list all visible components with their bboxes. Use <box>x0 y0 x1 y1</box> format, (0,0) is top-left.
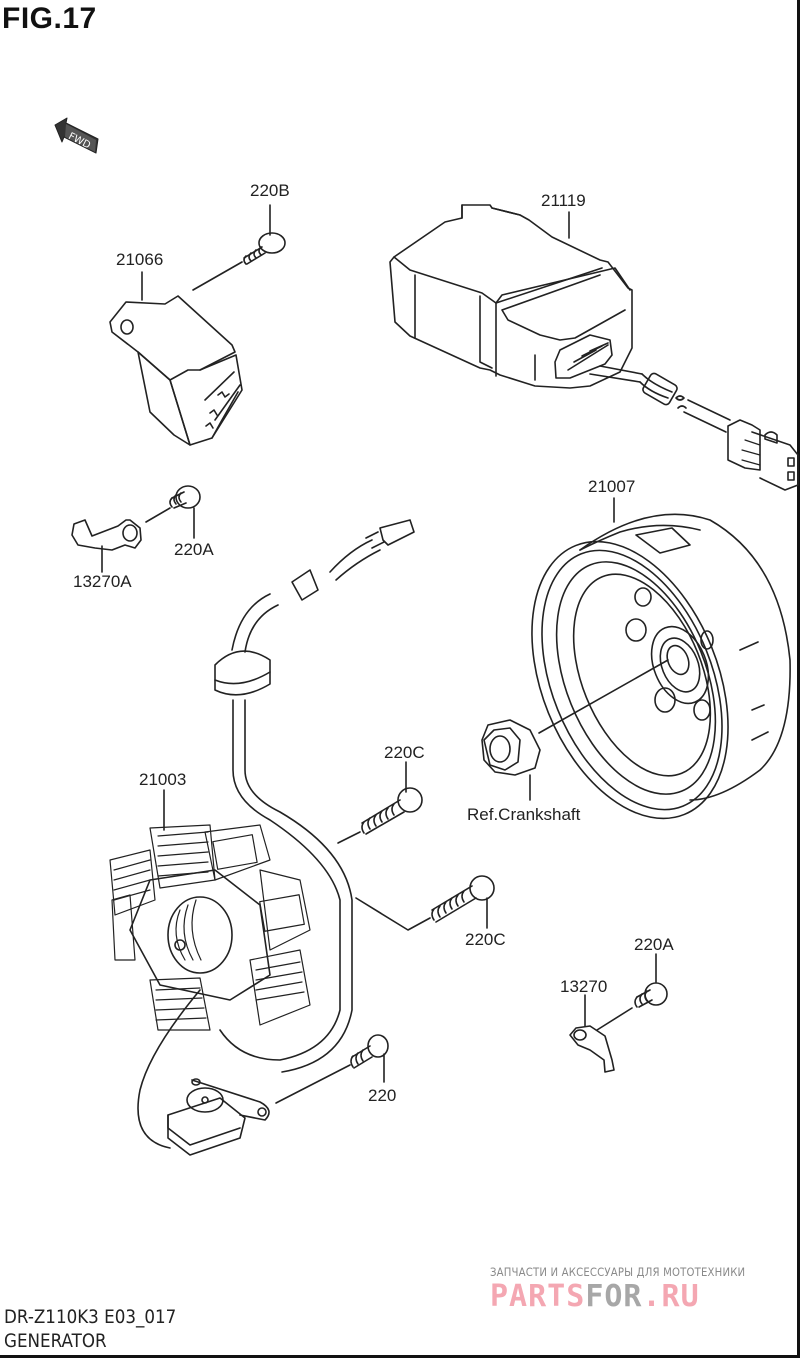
part-label-21003: 21003 <box>139 770 187 789</box>
watermark-logo-for: FOR <box>585 1279 643 1314</box>
part-label-220: 220 <box>368 1086 397 1105</box>
screw-220 <box>350 1034 389 1083</box>
cdi-unit-21119 <box>389 204 799 491</box>
stator-21003 <box>109 789 311 1031</box>
model-code: DR-Z110K3 E03_017 <box>4 1306 177 1328</box>
part-label-220a-top: 220A <box>174 540 214 559</box>
watermark-logo-ru: .RU <box>642 1279 700 1314</box>
clamp-13270a <box>71 507 171 573</box>
pickup-coil <box>137 989 351 1156</box>
part-label-13270: 13270 <box>560 977 608 996</box>
watermark-logo-parts: PARTS <box>490 1279 586 1314</box>
clamp-13270 <box>569 994 633 1073</box>
watermark-logo: PARTSFOR.RU <box>490 1279 700 1314</box>
regulator-21066 <box>109 271 243 446</box>
rotor-nut <box>481 659 669 801</box>
part-label-220b: 220B <box>250 181 290 200</box>
part-label-21119: 21119 <box>541 191 586 210</box>
screw-220b <box>192 204 286 291</box>
part-label-220a-bottom: 220A <box>634 935 674 954</box>
part-label-21007: 21007 <box>588 477 636 496</box>
part-label-220c-top: 220C <box>384 743 425 762</box>
part-label-13270a: 13270A <box>73 572 132 591</box>
stator-wire-harness <box>214 519 415 1073</box>
screw-220a-bottom <box>634 953 668 1008</box>
screw-220c-mid <box>355 875 495 931</box>
part-label-ref-crankshaft: Ref.Crankshaft <box>467 805 581 824</box>
figure-title: FIG.17 <box>2 2 97 35</box>
screw-220c-top <box>337 761 423 844</box>
section-name: GENERATOR <box>4 1330 107 1352</box>
screw-220a-top <box>169 485 201 539</box>
fwd-arrow-icon: FWD <box>54 117 99 154</box>
flywheel-21007 <box>531 497 791 820</box>
watermark-tagline: ЗАПЧАСТИ И АКСЕССУАРЫ ДЛЯ МОТОТЕХНИКИ <box>490 1265 746 1279</box>
part-label-21066: 21066 <box>116 250 164 269</box>
part-label-220c-mid: 220C <box>465 930 506 949</box>
